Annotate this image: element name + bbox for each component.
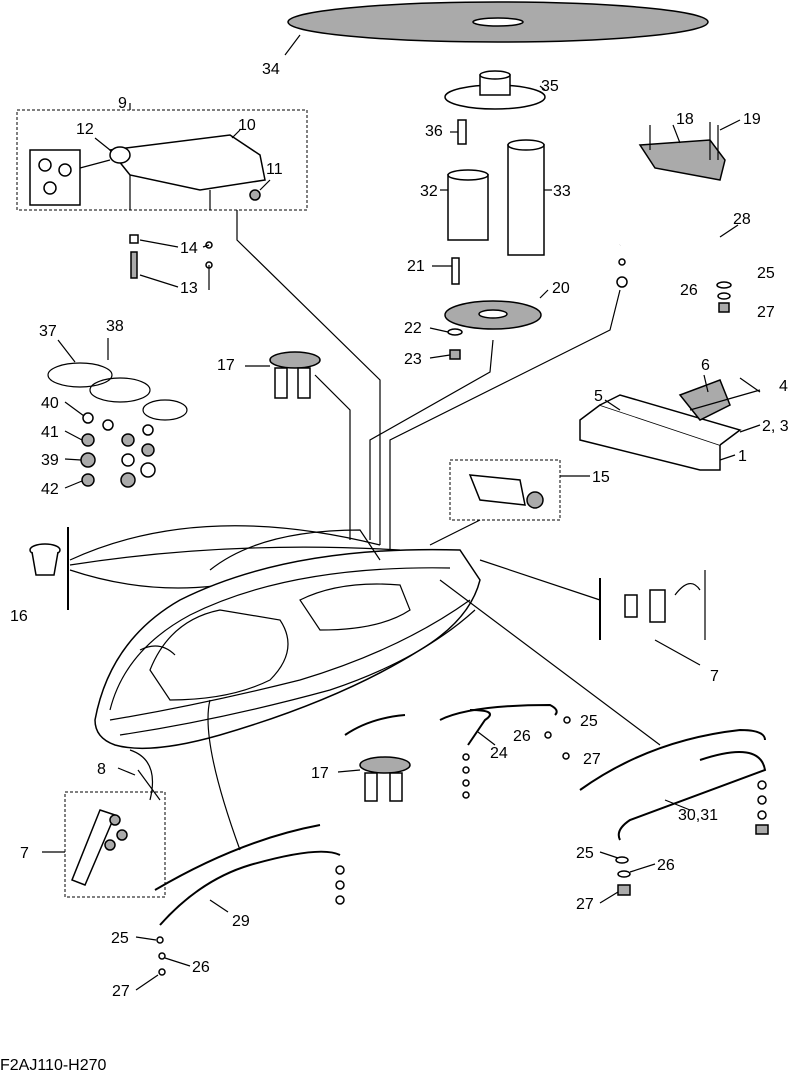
callout-1: 1: [738, 448, 747, 465]
callout-26: 26: [192, 959, 210, 976]
part-33-tube: [507, 139, 552, 256]
callout-17: 17: [217, 357, 235, 374]
callout-18: 18: [676, 111, 694, 128]
part-37-42-cup-holders: [47, 338, 188, 489]
callout-40: 40: [41, 395, 59, 412]
callout-10: 10: [238, 117, 256, 134]
callout-14: 14: [180, 240, 198, 257]
callout-24: 24: [490, 745, 508, 762]
part-24-rail: [344, 703, 571, 799]
callout-41: 41: [41, 424, 59, 441]
callout-25: 25: [111, 930, 129, 947]
part-20-21-22-23: [369, 257, 549, 540]
boat-hull: [94, 529, 481, 750]
part-30-31-rail: [579, 728, 769, 904]
callout-25: 25: [576, 845, 594, 862]
callout-27: 27: [583, 751, 601, 768]
part-17-cleat-lower: [337, 756, 411, 802]
callout-27: 27: [576, 896, 594, 913]
callout-7-left: 7: [20, 845, 29, 862]
callout-21: 21: [407, 258, 425, 275]
callout-12: 12: [76, 121, 94, 138]
callout-33: 33: [553, 183, 571, 200]
callout-5: 5: [594, 388, 603, 405]
callout-6: 6: [701, 357, 710, 374]
callout-27: 27: [112, 983, 130, 1000]
callout-29: 29: [232, 913, 250, 930]
callout-8: 8: [97, 761, 106, 778]
callout-26: 26: [657, 857, 675, 874]
part-9-assembly: [16, 103, 381, 545]
part-34-cover: [284, 1, 709, 56]
callout-26: 26: [513, 728, 531, 745]
part-13-14-screws: [129, 234, 213, 290]
part-7-right-box: [439, 559, 706, 746]
callout-37: 37: [39, 323, 57, 340]
callout-16: 16: [10, 608, 28, 625]
callout-7-right: 7: [710, 668, 719, 685]
part-36-bolt: [450, 119, 467, 145]
callout-23: 23: [404, 351, 422, 368]
callout-42: 42: [41, 481, 59, 498]
callout-11: 11: [266, 161, 283, 178]
part-29-rail: [135, 699, 345, 991]
callout-36: 36: [425, 123, 443, 140]
callout-34: 34: [262, 61, 280, 78]
part-17-cleat-upper: [245, 351, 351, 540]
callout-4: 4: [779, 378, 788, 395]
callout-35: 35: [541, 78, 559, 95]
callout-13: 13: [180, 280, 198, 297]
callout-27: 27: [757, 304, 775, 321]
callout-39: 39: [41, 452, 59, 469]
part-7-8-left: [42, 749, 166, 898]
callout-2-3: 2, 3: [762, 418, 789, 435]
callout-26: 26: [680, 282, 698, 299]
part-1-6-rail: [579, 374, 761, 471]
callout-22: 22: [404, 320, 422, 337]
callout-19: 19: [743, 111, 761, 128]
callout-25: 25: [580, 713, 598, 730]
callout-38: 38: [106, 318, 124, 335]
part-32-tube: [440, 169, 489, 241]
part-35-plate: [444, 70, 546, 110]
part-28-handrail: [389, 224, 739, 550]
callout-17-lower: 17: [311, 765, 329, 782]
diagram-code: F2AJ110-H270: [0, 1057, 107, 1072]
part-16-cup: [29, 525, 401, 610]
callout-30-31: 30,31: [678, 807, 718, 824]
callout-20: 20: [552, 280, 570, 297]
callout-32: 32: [420, 183, 438, 200]
callout-9: 9: [118, 95, 127, 112]
callout-28: 28: [733, 211, 751, 228]
part-15-box: [429, 459, 590, 546]
part-18-19-bracket: [638, 119, 741, 181]
callout-15: 15: [592, 469, 610, 486]
callout-25: 25: [757, 265, 775, 282]
